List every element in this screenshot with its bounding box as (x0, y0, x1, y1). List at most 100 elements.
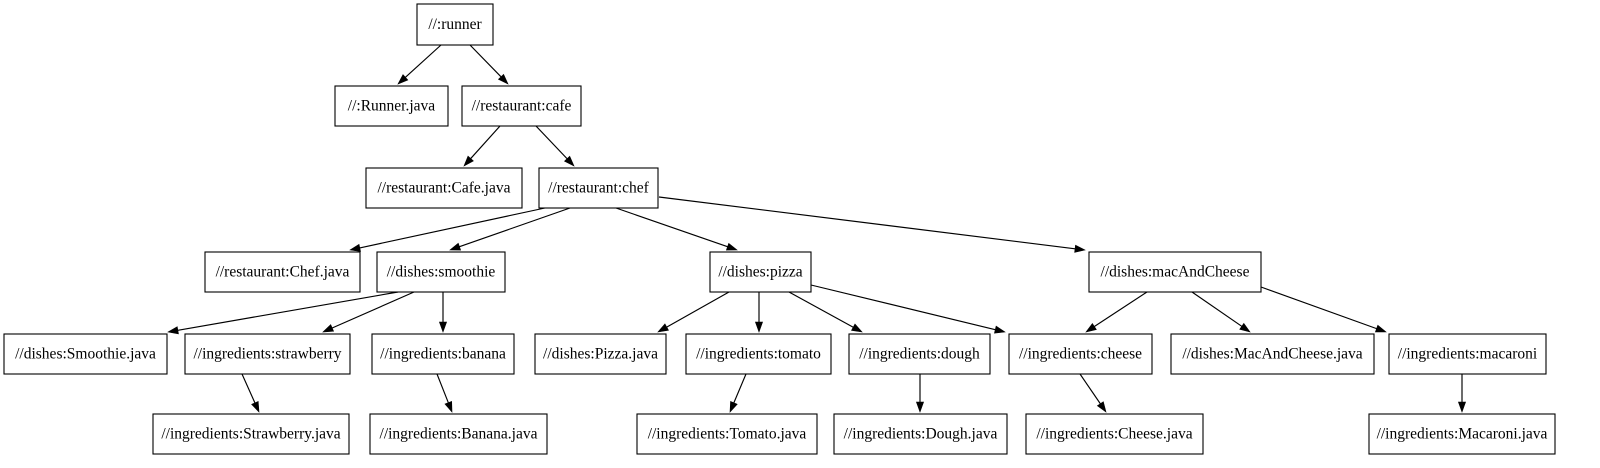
node-label: //restaurant:chef (548, 180, 650, 197)
edge-line (1079, 373, 1101, 405)
arrowhead-icon (397, 74, 409, 85)
node-box[interactable] (365, 167, 523, 209)
graph-node-dough_java[interactable]: //ingredients:Dough.java (833, 413, 1008, 455)
graph-node-ing_cheese[interactable]: //ingredients:cheese (1008, 333, 1153, 375)
node-label: //restaurant:Chef.java (216, 264, 350, 281)
node-label: //dishes:Smoothie.java (15, 346, 156, 363)
graph-node-chef_java[interactable]: //restaurant:Chef.java (204, 251, 361, 293)
graph-node-smoothie_java[interactable]: //dishes:Smoothie.java (3, 333, 168, 375)
node-box[interactable] (1170, 333, 1375, 375)
graph-node-pizza_java[interactable]: //dishes:Pizza.java (534, 333, 667, 375)
node-box[interactable] (534, 333, 667, 375)
node-box[interactable] (416, 3, 494, 46)
node-box[interactable] (461, 85, 582, 127)
node-box[interactable] (1025, 413, 1204, 455)
edge-restaurant_chef-to-chef_java (349, 207, 546, 252)
node-box[interactable] (1008, 333, 1153, 375)
edge-line (331, 291, 415, 329)
node-box[interactable] (376, 251, 506, 293)
arrowhead-icon (322, 324, 335, 333)
edge-ing_tomato-to-tomato_java (729, 373, 747, 413)
node-box[interactable] (204, 251, 361, 293)
graph-node-runner_java[interactable]: //:Runner.java (334, 85, 449, 127)
edge-restaurant_chef-to-dishes_pizza (615, 207, 738, 251)
node-box[interactable] (848, 333, 991, 375)
graph-node-ing_tomato[interactable]: //ingredients:tomato (685, 333, 832, 375)
edge-dishes_smoothie-to-ing_strawberry (322, 291, 415, 333)
arrowhead-icon (251, 400, 260, 413)
graph-node-restaurant_cafe[interactable]: //restaurant:cafe (461, 85, 582, 127)
graph-node-cafe_java[interactable]: //restaurant:Cafe.java (365, 167, 523, 209)
arrowhead-icon (725, 242, 738, 251)
node-label: //restaurant:cafe (472, 98, 572, 115)
edge-line (470, 125, 501, 159)
graph-node-dishes_macandchz[interactable]: //dishes:macAndCheese (1088, 251, 1262, 293)
graph-node-dishes_smoothie[interactable]: //dishes:smoothie (376, 251, 506, 293)
node-label: //ingredients:Dough.java (844, 426, 998, 443)
graph-node-tomato_java[interactable]: //ingredients:Tomato.java (636, 413, 818, 455)
node-label: //dishes:macAndCheese (1101, 264, 1250, 281)
edge-dishes_pizza-to-ing_dough (788, 291, 863, 333)
arrowhead-icon (1096, 401, 1107, 413)
node-label: //ingredients:cheese (1019, 346, 1142, 363)
graph-node-ing_dough[interactable]: //ingredients:dough (848, 333, 991, 375)
edge-restaurant_cafe-to-restaurant_chef (535, 125, 575, 167)
node-box[interactable] (334, 85, 449, 127)
edge-line (615, 207, 728, 248)
node-box[interactable] (636, 413, 818, 455)
arrowhead-icon (444, 400, 453, 413)
node-box[interactable] (369, 413, 548, 455)
node-box[interactable] (371, 333, 515, 375)
graph-node-macaroni_java[interactable]: //ingredients:Macaroni.java (1368, 413, 1556, 455)
node-box[interactable] (1368, 413, 1556, 455)
node-label: //ingredients:Macaroni.java (1377, 426, 1548, 443)
edge-restaurant_chef-to-dishes_smoothie (449, 207, 571, 251)
edge-dishes_pizza-to-ing_cheese (810, 284, 1006, 334)
edge-restaurant_chef-to-dishes_macandchz (658, 196, 1086, 253)
arrowhead-icon (1374, 324, 1387, 333)
node-label: //:runner (428, 16, 482, 33)
edge-ing_macaroni-to-macaroni_java (1457, 374, 1467, 413)
graph-node-ing_macaroni[interactable]: //ingredients:macaroni (1388, 333, 1547, 375)
edge-line (666, 291, 730, 328)
edge-dishes_pizza-to-pizza_java (657, 291, 730, 333)
graph-node-cheese_java[interactable]: //ingredients:Cheese.java (1025, 413, 1204, 455)
graph-node-macandchz_java[interactable]: //dishes:MacAndCheese.java (1170, 333, 1375, 375)
edge-line (1094, 291, 1148, 327)
node-box[interactable] (685, 333, 832, 375)
graph-node-dishes_pizza[interactable]: //dishes:pizza (709, 251, 812, 293)
node-box[interactable] (152, 413, 350, 455)
node-label: //dishes:smoothie (387, 264, 496, 281)
edge-line (535, 125, 568, 160)
node-box[interactable] (3, 333, 168, 375)
edge-dishes_macandchz-to-ing_cheese (1085, 291, 1148, 333)
graph-node-ing_strawberry[interactable]: //ingredients:strawberry (184, 333, 351, 375)
node-layer: //:runner //:Runner.java //restaurant:cafe… (3, 3, 1556, 455)
graph-node-restaurant_chef[interactable]: //restaurant:chef (538, 167, 659, 209)
node-label: //dishes:Pizza.java (543, 346, 658, 363)
node-box[interactable] (184, 333, 351, 375)
arrowhead-icon (563, 155, 575, 167)
edge-restaurant_cafe-to-cafe_java (463, 125, 501, 167)
node-box[interactable] (1388, 333, 1547, 375)
edge-line (436, 373, 449, 403)
graph-node-ing_banana[interactable]: //ingredients:banana (371, 333, 515, 375)
graph-node-strawberry_java[interactable]: //ingredients:Strawberry.java (152, 413, 350, 455)
graph-node-runner[interactable]: //:runner (416, 3, 494, 46)
edge-line (733, 373, 747, 404)
edge-ing_cheese-to-cheese_java (1079, 373, 1107, 413)
node-label: //ingredients:Strawberry.java (161, 426, 340, 443)
node-box[interactable] (1088, 251, 1262, 293)
arrowhead-icon (167, 326, 179, 335)
node-box[interactable] (538, 167, 659, 209)
node-box[interactable] (833, 413, 1008, 455)
node-label: //ingredients:banana (380, 346, 506, 363)
arrowhead-icon (349, 243, 361, 252)
graph-node-banana_java[interactable]: //ingredients:Banana.java (369, 413, 548, 455)
node-label: //:Runner.java (348, 98, 436, 115)
node-box[interactable] (709, 251, 812, 293)
node-label: //ingredients:dough (859, 346, 980, 363)
arrowhead-icon (438, 321, 448, 333)
